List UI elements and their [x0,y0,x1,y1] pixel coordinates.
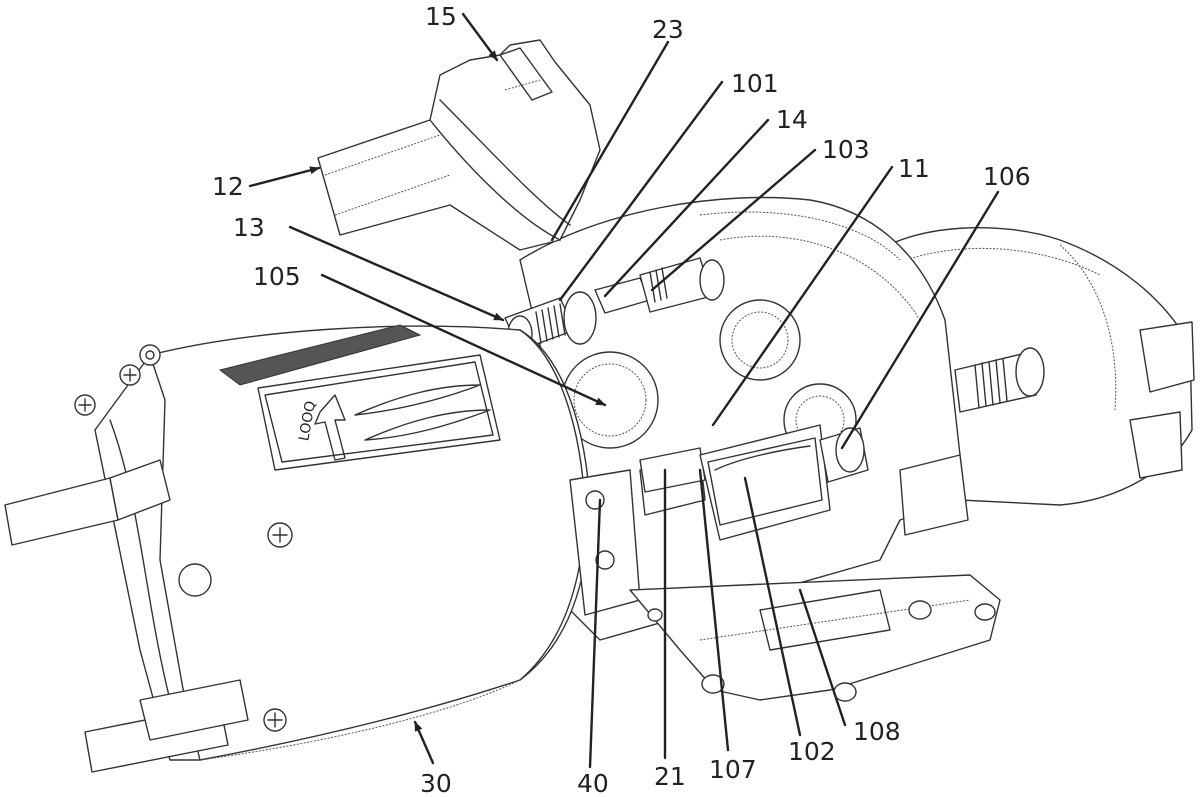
leader-23 [550,40,670,242]
leader-lines [248,12,1000,769]
switch-module-102 [707,437,823,526]
front-bracket-block [569,424,969,616]
reference-labels: 15 23 101 12 14 103 11 106 13 105 30 40 … [212,2,1031,797]
right-threaded-shaft [954,347,1045,413]
main-motor-housing: LOOQ [74,324,591,761]
leader-108 [798,588,847,727]
top-bracket [317,39,601,251]
ref-label-14: 14 [776,105,808,134]
ref-label-12: 12 [212,172,244,201]
leader-30 [413,720,435,765]
ref-label-13: 13 [233,213,265,242]
leader-13 [288,225,505,322]
ref-label-15: 15 [425,2,457,31]
ref-label-101: 101 [731,69,779,98]
mounting-holes [647,600,996,702]
leader-105 [320,273,607,407]
ref-label-105: 105 [253,262,301,291]
ref-label-106: 106 [983,162,1031,191]
ref-label-102: 102 [788,737,836,766]
leader-106 [840,190,1000,450]
ref-label-108: 108 [853,717,901,746]
ref-label-21: 21 [654,762,686,791]
leader-101 [558,80,724,302]
housing-label-plate: LOOQ [257,354,501,471]
leader-40 [588,498,602,769]
ref-label-107: 107 [709,755,757,784]
leader-11 [711,165,894,427]
ref-label-23: 23 [652,15,684,44]
leader-103 [650,148,817,292]
leader-15 [461,12,499,62]
housing-marking: LOOQ [296,400,319,443]
ref-label-40: 40 [577,769,609,797]
ref-label-30: 30 [420,769,452,797]
connector-lugs [4,459,249,773]
ref-label-103: 103 [822,135,870,164]
ref-label-11: 11 [898,154,930,183]
leader-102 [743,476,802,737]
leader-12 [248,166,321,188]
end-plate-screws [74,344,293,732]
leader-107 [698,468,730,752]
leader-14 [603,118,770,298]
